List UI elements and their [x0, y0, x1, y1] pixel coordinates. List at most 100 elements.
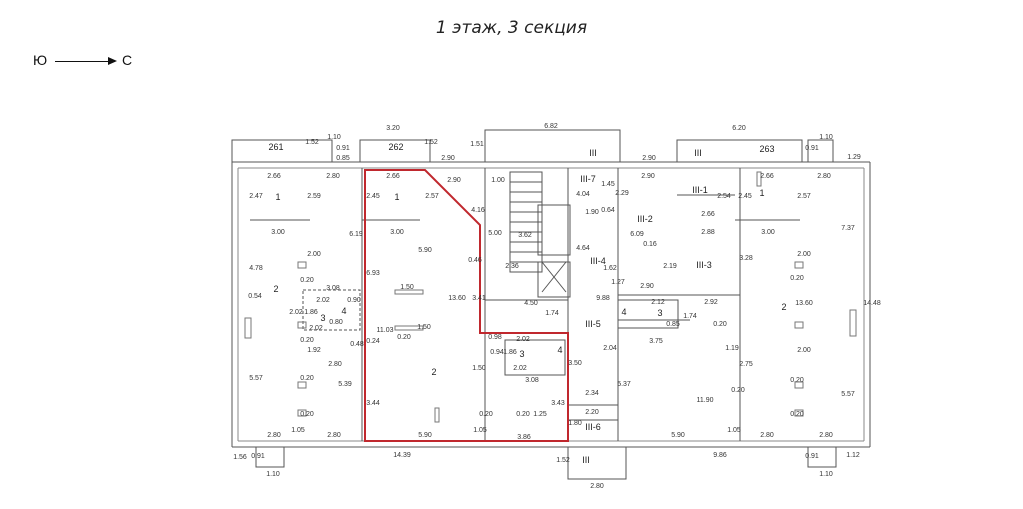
svg-text:4.78: 4.78	[249, 265, 263, 272]
section-label: III-2	[637, 214, 653, 224]
svg-text:6.20: 6.20	[732, 125, 746, 132]
svg-text:2.80: 2.80	[267, 432, 281, 439]
svg-text:0.91: 0.91	[805, 453, 819, 460]
svg-text:2.45: 2.45	[366, 193, 380, 200]
svg-text:3.62: 3.62	[518, 232, 532, 239]
svg-text:1.74: 1.74	[683, 313, 697, 320]
svg-text:2.80: 2.80	[817, 173, 831, 180]
svg-text:14.48: 14.48	[863, 300, 881, 307]
room-number: 3	[519, 349, 524, 359]
unit-263-label: 263	[759, 144, 774, 154]
svg-text:2.88: 2.88	[701, 229, 715, 236]
svg-text:1.00: 1.00	[491, 177, 505, 184]
svg-text:2.54: 2.54	[717, 193, 731, 200]
svg-text:1.25: 1.25	[533, 411, 547, 418]
section-label: III	[589, 148, 597, 158]
room-number: 3	[657, 308, 662, 318]
section-label: III	[694, 148, 702, 158]
svg-text:2.00: 2.00	[797, 347, 811, 354]
room-number: 2	[431, 367, 436, 377]
svg-text:13.60: 13.60	[448, 295, 466, 302]
svg-text:5.57: 5.57	[249, 375, 263, 382]
svg-text:9.88: 9.88	[596, 295, 610, 302]
svg-text:1.50: 1.50	[472, 365, 486, 372]
section-label: III-7	[580, 174, 596, 184]
svg-text:2.57: 2.57	[797, 193, 811, 200]
svg-text:2.57: 2.57	[425, 193, 439, 200]
svg-text:4.64: 4.64	[576, 245, 590, 252]
room-number: 4	[621, 307, 626, 317]
svg-text:5.57: 5.57	[841, 391, 855, 398]
svg-text:0.91: 0.91	[251, 453, 265, 460]
room-number: 4	[341, 306, 346, 316]
section-label: III-3	[696, 260, 712, 270]
svg-text:3.00: 3.00	[390, 229, 404, 236]
unit-262-outline	[364, 169, 569, 442]
svg-text:1.05: 1.05	[291, 427, 305, 434]
compass-north-label: С	[122, 52, 133, 68]
svg-text:1.62: 1.62	[603, 265, 617, 272]
svg-text:5.90: 5.90	[418, 247, 432, 254]
svg-text:0.24: 0.24	[366, 338, 380, 345]
svg-text:2.80: 2.80	[590, 483, 604, 490]
svg-text:2.75: 2.75	[739, 361, 753, 368]
svg-text:2.66: 2.66	[386, 173, 400, 180]
svg-text:1.10: 1.10	[266, 471, 280, 478]
svg-text:0.91: 0.91	[336, 145, 350, 152]
svg-text:2.00: 2.00	[307, 251, 321, 258]
svg-text:2.02: 2.02	[309, 325, 323, 332]
svg-text:3.50: 3.50	[568, 360, 582, 367]
svg-text:0.85: 0.85	[666, 321, 680, 328]
svg-text:14.39: 14.39	[393, 452, 411, 459]
room-number: 3	[320, 313, 325, 323]
svg-text:2.80: 2.80	[327, 432, 341, 439]
svg-text:2.90: 2.90	[441, 155, 455, 162]
svg-text:1.74: 1.74	[545, 310, 559, 317]
svg-text:0.90: 0.90	[347, 297, 361, 304]
bathroom-center	[504, 339, 566, 376]
svg-text:1.52: 1.52	[424, 139, 438, 146]
svg-text:13.60: 13.60	[795, 300, 813, 307]
svg-text:4.50: 4.50	[524, 300, 538, 307]
svg-text:1.05: 1.05	[727, 427, 741, 434]
svg-text:6.19: 6.19	[349, 231, 363, 238]
svg-text:1.12: 1.12	[846, 452, 860, 459]
svg-text:2.19: 2.19	[663, 263, 677, 270]
compass-south-label: Ю	[33, 52, 48, 68]
svg-text:2.90: 2.90	[447, 177, 461, 184]
svg-text:0.20: 0.20	[731, 387, 745, 394]
svg-text:2.02: 2.02	[289, 309, 303, 316]
svg-text:3.00: 3.00	[271, 229, 285, 236]
svg-text:7.37: 7.37	[841, 225, 855, 232]
svg-text:0.20: 0.20	[300, 337, 314, 344]
svg-text:2.36: 2.36	[505, 263, 519, 270]
svg-text:3.08: 3.08	[326, 285, 340, 292]
bathroom-right	[617, 299, 679, 329]
svg-text:2.66: 2.66	[701, 211, 715, 218]
svg-text:0.94: 0.94	[490, 349, 504, 356]
svg-text:11.90: 11.90	[697, 397, 714, 404]
svg-text:1.90: 1.90	[585, 209, 599, 216]
balcony-263	[676, 139, 803, 163]
room-number: 2	[781, 302, 786, 312]
svg-text:0.98: 0.98	[488, 334, 502, 341]
section-label: III	[582, 455, 590, 465]
svg-text:2.66: 2.66	[267, 173, 281, 180]
svg-text:2.92: 2.92	[704, 299, 718, 306]
svg-text:2.90: 2.90	[640, 283, 654, 290]
svg-text:2.45: 2.45	[738, 193, 752, 200]
svg-text:3.43: 3.43	[551, 400, 565, 407]
compass-arrow-head-icon	[108, 57, 117, 65]
room-number: 1	[759, 188, 764, 198]
svg-text:1.10: 1.10	[819, 134, 833, 141]
svg-text:0.91: 0.91	[805, 145, 819, 152]
plan-title: 1 этаж, 3 секция	[435, 18, 588, 38]
svg-text:1.50: 1.50	[400, 284, 414, 291]
balcony-262	[359, 139, 431, 163]
section-label: III-4	[590, 256, 606, 266]
bathroom-left	[302, 289, 361, 331]
elevator-shaft-2	[537, 261, 571, 298]
svg-text:9.86: 9.86	[713, 452, 727, 459]
